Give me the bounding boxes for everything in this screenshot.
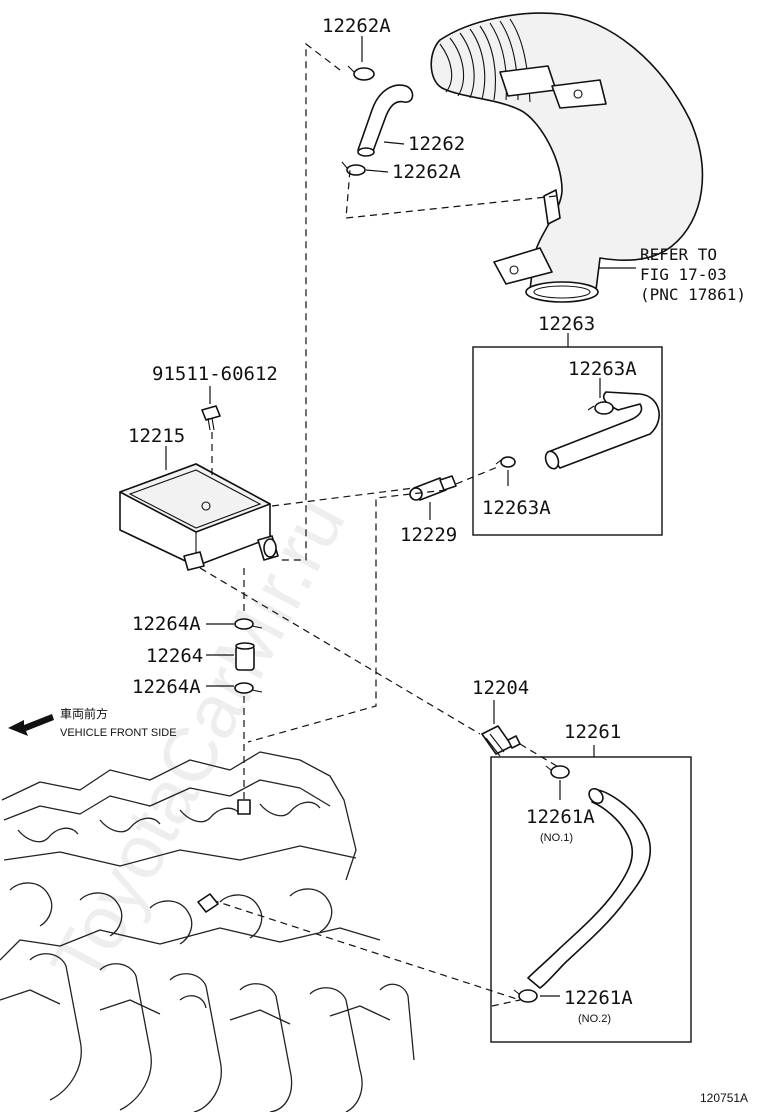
label-12262: 12262 [408,133,465,155]
label-12204: 12204 [472,677,529,699]
reference-note-line2: FIG 17-03 [640,265,727,284]
pcv-valve-12204 [481,725,521,757]
canister-12215 [119,463,279,571]
hose-12264 [235,642,255,671]
label-12261A-no2-note: (NO.2) [578,1013,611,1025]
label-12261A-no2: 12261A [564,987,633,1009]
label-12261: 12261 [564,721,621,743]
valve-12229 [409,475,457,501]
direction-label-japanese: 車両前方 [60,706,108,721]
label-12263: 12263 [538,313,595,335]
air-intake-duct [430,12,704,303]
label-12261A-no1-note: (NO.1) [540,832,573,844]
reference-note: REFER TO FIG 17-03 (PNC 17861) [640,245,746,304]
clamp-12262A-top [347,65,375,81]
connection-lines [199,42,561,1007]
reference-note-line1: REFER TO [640,245,717,264]
figure-number: 120751A [700,1091,748,1105]
direction-label-english: VEHICLE FRONT SIDE [60,727,177,739]
label-12215: 12215 [128,425,185,447]
label-12262A-top: 12262A [322,15,391,37]
engine-block [0,751,415,1112]
label-12263A-bottom: 12263A [482,497,551,519]
label-12262A-bottom: 12262A [392,161,461,183]
label-12264A-bottom: 12264A [132,676,201,698]
hose-12263 [544,391,660,470]
clamp-12261A-no1 [545,765,570,779]
hose-12262 [357,84,414,157]
reference-note-line3: (PNC 17861) [640,285,746,304]
clamp-12264A-bottom [234,682,263,694]
label-12261A-no1: 12261A [526,806,595,828]
label-12263A-top: 12263A [568,358,637,380]
front-direction-arrow: 車両前方 VEHICLE FRONT SIDE [8,706,177,739]
hose-12261 [527,787,652,989]
group-box-12261 [490,756,692,1043]
clamp-12264A-top [234,618,263,630]
label-91511-60612: 91511-60612 [152,363,278,385]
bolt-91511-60612 [201,405,221,431]
clamp-12263A-top [587,401,614,415]
clamp-12263A-bottom [495,456,516,468]
label-12264: 12264 [146,645,203,667]
clamp-12262A-bottom [341,161,366,176]
clamp-12261A-no2 [513,989,538,1003]
label-12229: 12229 [400,524,457,546]
label-12264A-top: 12264A [132,613,201,635]
